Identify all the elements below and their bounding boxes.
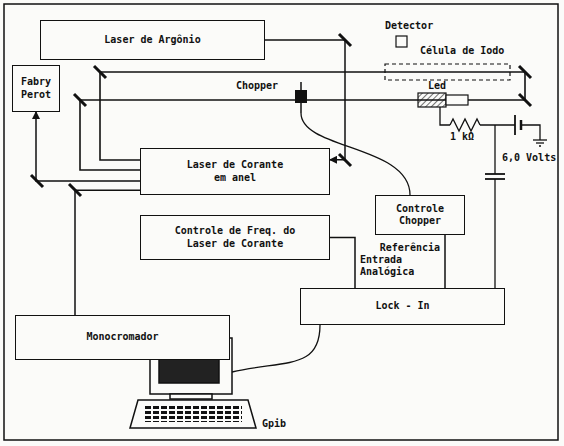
- beam: [100, 72, 140, 160]
- box-text: Fabry Perot: [16, 76, 56, 101]
- wire: [494, 125, 495, 174]
- led-symbol: [418, 93, 446, 107]
- resistor-symbol: [450, 119, 480, 131]
- mirror: [94, 66, 106, 78]
- beam: [100, 71, 525, 73]
- ground-symbol: [533, 139, 547, 140]
- controller-box: Controle de Freq. do Laser de Corante: [140, 215, 330, 260]
- chopper-blade: [295, 90, 307, 103]
- frame: [4, 4, 558, 440]
- capacitor-symbol: [485, 173, 505, 175]
- monitor-base: [170, 394, 212, 399]
- mirror: [519, 94, 531, 106]
- connector: [36, 112, 140, 181]
- ground-symbol: [539, 145, 541, 146]
- beam: [524, 72, 526, 100]
- connector: [444, 235, 446, 288]
- component-label: Detector: [385, 20, 433, 32]
- value-label: 6,0 Volts: [502, 152, 556, 164]
- interferometer-box: Fabry Perot: [12, 65, 60, 112]
- detector-symbol: [396, 36, 407, 47]
- wire: [480, 124, 515, 125]
- laser-box: Laser de Argônio: [40, 20, 265, 60]
- box-text: Laser de Corante em anel: [180, 159, 290, 184]
- iodine-cell: [385, 64, 510, 80]
- led-housing: [446, 95, 468, 105]
- component-label: Célula de Iodo: [420, 45, 504, 57]
- wire: [440, 107, 450, 125]
- keyboard: [130, 400, 256, 428]
- component-label: Chopper: [236, 80, 278, 92]
- battery-symbol: [514, 115, 516, 135]
- signal-label: Referência: [372, 242, 440, 254]
- box-text: Monocromador: [86, 331, 158, 344]
- mirror: [74, 94, 86, 106]
- controller-box: Controle Chopper: [375, 195, 465, 235]
- box-text: Controle Chopper: [390, 203, 450, 228]
- connector: [265, 40, 345, 160]
- box-text: Lock - In: [375, 300, 429, 313]
- amplifier-box: Lock - In: [300, 288, 505, 325]
- signal-label: Entrada Analógica: [360, 254, 422, 278]
- value-label: 1 kΩ: [450, 131, 474, 143]
- instrument-box: Monocromador: [15, 315, 230, 360]
- mirror: [519, 66, 531, 78]
- wire: [521, 125, 540, 140]
- bus-label: Gpib: [262, 418, 286, 430]
- connector: [330, 238, 355, 289]
- box-text: Controle de Freq. do Laser de Corante: [173, 225, 298, 250]
- wire: [494, 179, 495, 288]
- keys: [144, 405, 242, 422]
- component-label: Led: [428, 80, 446, 92]
- connector: [75, 190, 140, 315]
- box-text: Laser de Argônio: [104, 34, 200, 47]
- gpib-cable: [232, 325, 320, 372]
- ground-symbol: [536, 142, 544, 143]
- laser-box: Laser de Corante em anel: [140, 148, 330, 195]
